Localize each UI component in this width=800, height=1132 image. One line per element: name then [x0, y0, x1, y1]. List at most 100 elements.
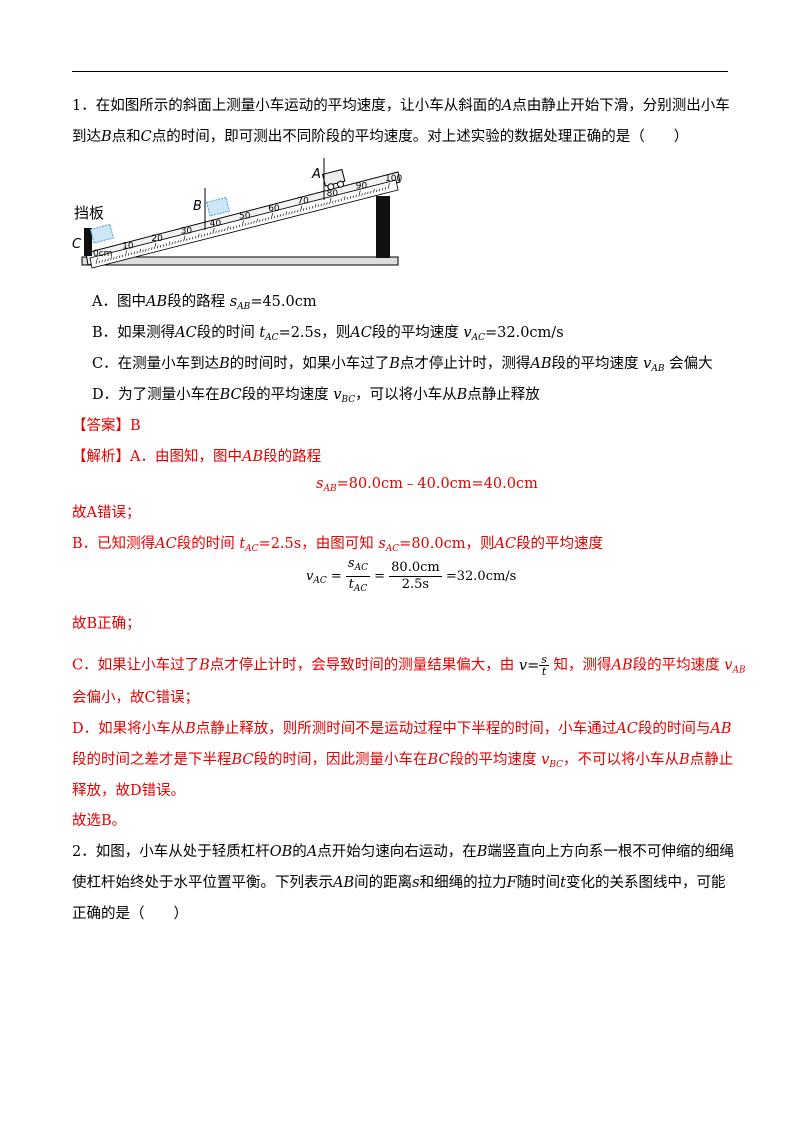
ruler-tick — [121, 254, 124, 258]
ruler-tick — [305, 207, 308, 211]
ruler-tick — [232, 226, 235, 229]
ruler-tick — [273, 215, 276, 219]
ruler-label: 80 — [327, 189, 339, 199]
ruler-tick — [230, 226, 232, 230]
ruler-tick — [130, 252, 132, 256]
ruler-tick — [180, 239, 182, 243]
ruler-tick — [370, 190, 372, 194]
ruler-tick — [384, 187, 386, 190]
ruler-tick — [142, 249, 144, 253]
ruler-tick — [200, 234, 203, 238]
ruler-tick — [206, 232, 208, 236]
ruler-tick — [101, 259, 103, 263]
option-D[interactable]: D．为了测量小车在BC段的平均速度 vBC，可以将小车从B点静止释放 — [92, 387, 540, 405]
ruler-tick — [113, 256, 115, 260]
ruler-tick — [227, 226, 229, 231]
ruler-label: 90 — [356, 182, 368, 192]
ruler-tick — [373, 188, 375, 193]
ruler-tick — [352, 195, 354, 199]
ruler-tick — [165, 243, 167, 247]
ruler-tick — [355, 194, 357, 198]
ruler-tick — [95, 257, 98, 265]
analysis-B-right: 故B正确； — [72, 616, 141, 632]
ruler-tick — [314, 203, 317, 208]
header-rule — [72, 71, 728, 72]
ruler-tick — [276, 214, 278, 218]
ruler-tick — [329, 197, 332, 205]
analysis-A: 【解析】A．由图知，图中AB段的路程 — [72, 449, 322, 465]
ruler-tick — [387, 182, 390, 190]
ruler-tick — [378, 188, 381, 192]
ruler-tick — [133, 251, 135, 255]
ruler-tick — [186, 238, 188, 241]
ruler-tick — [340, 198, 343, 202]
ruler-tick — [212, 227, 215, 235]
ruler-tick — [174, 241, 176, 244]
ruler-tick — [151, 247, 153, 250]
option-C[interactable]: C．在测量小车到达B的时间时，如果小车过了B点才停止计时，测得AB段的平均速度 … — [92, 356, 713, 374]
ruler-tick — [303, 208, 305, 211]
ruler-tick — [148, 247, 150, 251]
ruler-tick — [323, 202, 325, 206]
ruler-tick — [346, 196, 349, 200]
ruler-ticks — [95, 182, 390, 265]
ruler-tick — [241, 220, 244, 227]
ruler-tick — [136, 250, 138, 254]
ruler-tick — [127, 253, 130, 256]
ruler-tick — [335, 199, 337, 203]
ruler-tick — [381, 187, 384, 191]
ruler-tick — [209, 232, 211, 235]
ruler-label: 10 — [122, 242, 134, 252]
label-A: A — [311, 167, 321, 182]
ruler-tick — [376, 189, 378, 193]
ruler-tick — [282, 213, 284, 217]
ruler-label: 70 — [297, 197, 309, 207]
ruler-tick — [294, 210, 296, 214]
answer-line: 【答案】B — [72, 418, 141, 434]
ruler-tick — [98, 260, 100, 264]
ruler-tick — [270, 212, 273, 220]
ruler-tick — [250, 221, 252, 225]
ruler-tick — [171, 241, 173, 245]
ruler-tick — [358, 190, 361, 197]
analysis-D-line1: D．如果将小车从B点静止释放，则所测时间不是运动过程中下半程的时间，小车通过AC… — [72, 721, 732, 737]
ruler-tick — [291, 211, 293, 214]
ruler-tick — [326, 202, 328, 205]
ruler-tick — [162, 244, 165, 247]
ruler-tick — [183, 235, 186, 242]
ruler-label: 40 — [210, 219, 222, 229]
ruler-tick — [285, 211, 288, 216]
ruler-tick — [311, 205, 313, 209]
ruler-tick — [364, 192, 366, 196]
ruler-tick — [262, 218, 264, 222]
ruler-tick — [197, 233, 200, 238]
ruler-tick — [139, 248, 142, 253]
ruler-tick — [349, 196, 351, 199]
analysis-C-line2: 会偏小，故C错误； — [72, 690, 200, 706]
car-at-A — [321, 168, 346, 191]
ruler-tick — [145, 248, 147, 252]
ruler-tick — [267, 217, 270, 220]
ruler-tick — [104, 259, 106, 262]
analysis-D-line2: 段的时间之差才是下半程BC段的时间，因此测量小车在BC段的平均速度 vBC，不可… — [72, 752, 734, 770]
q2-line3: 正确的是（ ） — [72, 906, 188, 922]
ruler-label: 0cm — [93, 249, 112, 259]
ruler-tick — [259, 219, 261, 223]
ruler-tick — [159, 244, 162, 248]
car-at-B — [205, 196, 230, 217]
option-B[interactable]: B．如果测得AC段的时间 tAC=2.5s，则AC段的平均速度 vAC=32.0… — [92, 325, 564, 343]
ruler-tick — [218, 229, 220, 233]
ruler-tick — [215, 230, 217, 234]
equation-sAB: sAB=80.0cm﹣40.0cm=40.0cm — [316, 476, 538, 494]
baffle — [84, 228, 92, 256]
ruler-tick — [224, 228, 226, 232]
ruler-tick — [168, 241, 171, 246]
car-at-C — [89, 223, 114, 244]
ruler-tick — [253, 220, 255, 224]
ruler-tick — [317, 204, 319, 208]
ruler-tick — [221, 229, 223, 232]
option-A[interactable]: A．图中AB段的路程 sAB=45.0cm — [92, 294, 317, 312]
